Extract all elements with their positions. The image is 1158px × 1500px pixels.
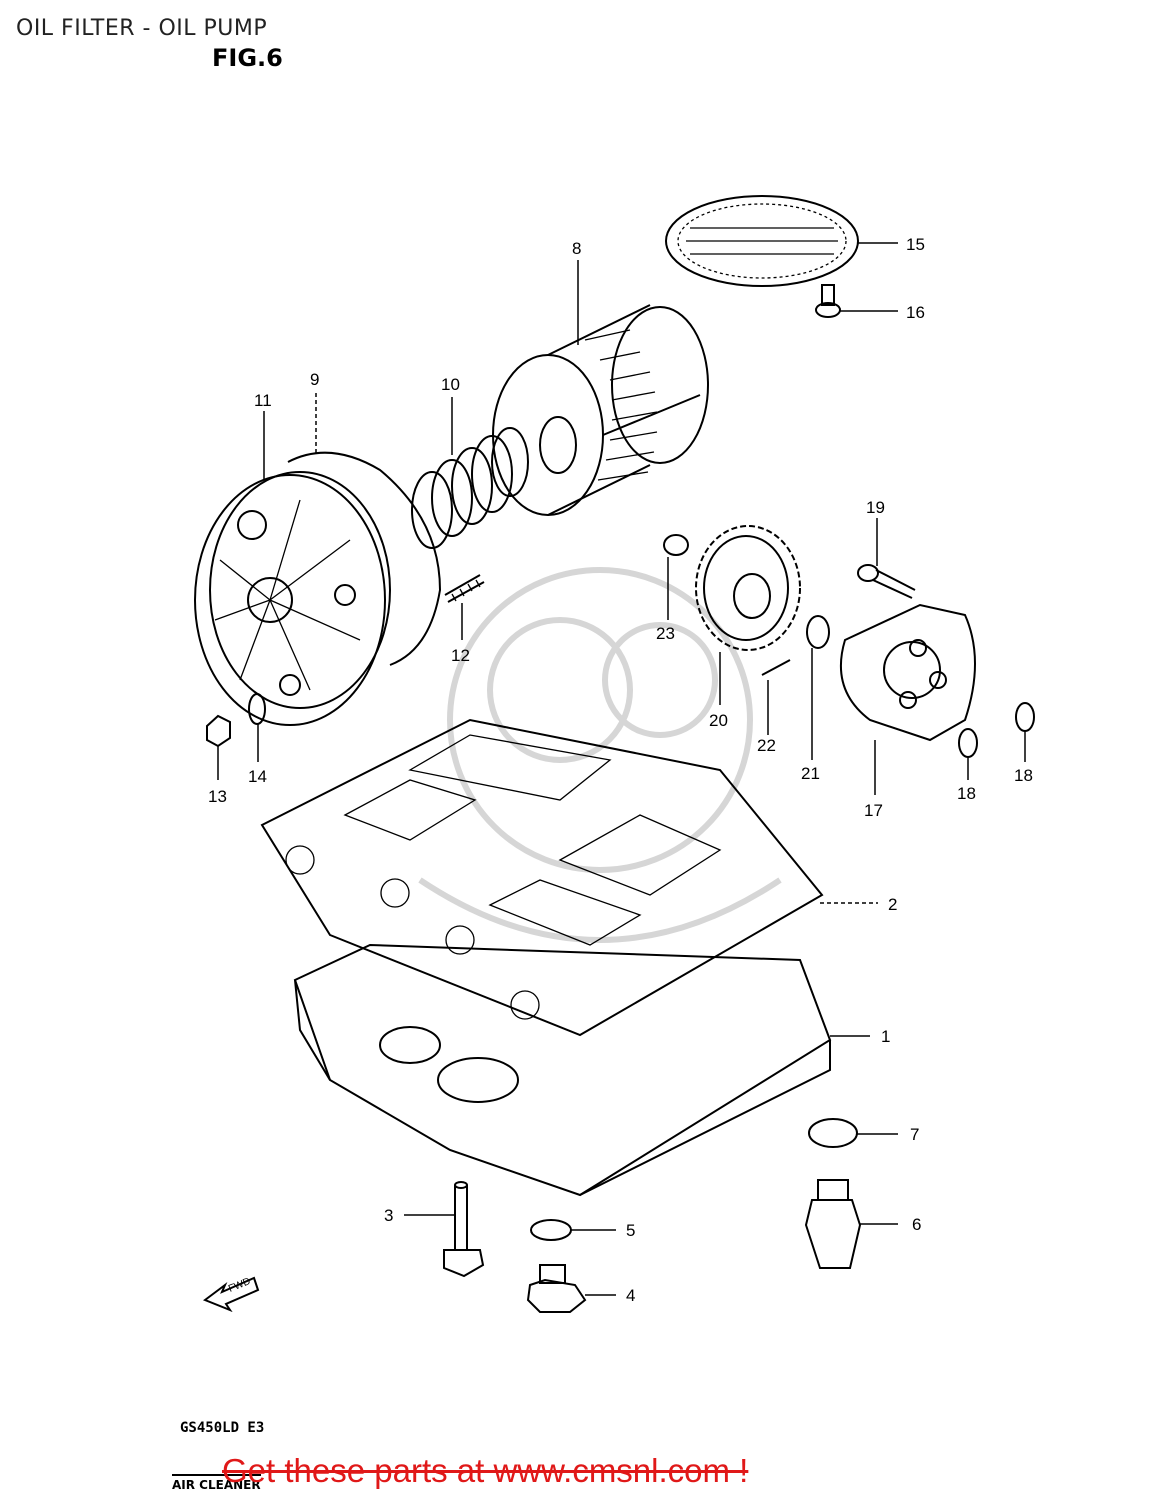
fwd-arrow-icon: FWD <box>202 1276 260 1313</box>
screw-part-19[interactable] <box>857 564 916 599</box>
callout-labels: 1 2 3 4 5 6 7 8 9 10 11 12 13 14 15 16 1… <box>208 235 1033 1305</box>
gasket-part-5[interactable] <box>530 1219 572 1241</box>
callout-4[interactable]: 4 <box>626 1286 635 1305</box>
callout-9[interactable]: 9 <box>310 370 319 389</box>
model-code: GS450LD E3 <box>180 1420 265 1436</box>
callout-19[interactable]: 19 <box>866 498 885 517</box>
bolt-part-16[interactable] <box>815 284 841 318</box>
callout-6[interactable]: 6 <box>912 1215 921 1234</box>
oil-filter-cap-part-11[interactable] <box>194 471 391 726</box>
oil-pump-part-17[interactable] <box>839 603 976 742</box>
figure-number: FIG.6 <box>212 44 283 72</box>
oil-pump-gear-part-20[interactable] <box>695 525 801 651</box>
leader-lines <box>217 242 1026 1296</box>
fwd-label: FWD <box>227 1276 252 1295</box>
callout-13[interactable]: 13 <box>208 787 227 806</box>
callout-11[interactable]: 11 <box>254 391 272 410</box>
callout-18a[interactable]: 18 <box>957 784 976 803</box>
oil-pan-gasket-part-2[interactable] <box>260 718 824 1037</box>
next-section-tab[interactable]: AIR CLEANER <box>172 1474 261 1492</box>
washer-part-21[interactable] <box>806 615 830 649</box>
spring-part-10[interactable] <box>411 427 529 549</box>
callout-7[interactable]: 7 <box>910 1125 919 1144</box>
watermark-logo <box>418 567 782 943</box>
callout-15[interactable]: 15 <box>906 235 925 254</box>
circlip-part-23[interactable] <box>663 534 689 556</box>
callout-22[interactable]: 22 <box>757 736 776 755</box>
callout-12[interactable]: 12 <box>451 646 470 665</box>
stud-part-12[interactable] <box>444 574 485 603</box>
o-ring-part-18a[interactable] <box>958 728 978 758</box>
pin-part-22[interactable] <box>761 659 791 676</box>
promo-link[interactable]: Get these parts at www.cmsnl.com ! <box>222 1452 749 1489</box>
callout-2[interactable]: 2 <box>888 895 897 914</box>
callout-1[interactable]: 1 <box>881 1027 890 1046</box>
callout-3[interactable]: 3 <box>384 1206 393 1225</box>
union-part-6[interactable] <box>804 1179 862 1269</box>
callout-16[interactable]: 16 <box>906 303 925 322</box>
o-ring-part-18b[interactable] <box>1015 702 1035 732</box>
page-title: OIL FILTER - OIL PUMP <box>16 16 268 41</box>
callout-8[interactable]: 8 <box>572 239 581 258</box>
drain-plug-part-4[interactable] <box>526 1264 587 1313</box>
callout-17[interactable]: 17 <box>864 801 883 820</box>
callout-20[interactable]: 20 <box>709 711 728 730</box>
bolt-part-3[interactable] <box>443 1181 485 1278</box>
callout-14[interactable]: 14 <box>248 767 267 786</box>
callout-10[interactable]: 10 <box>441 375 460 394</box>
callout-23[interactable]: 23 <box>656 624 675 643</box>
callout-5[interactable]: 5 <box>626 1221 635 1240</box>
oil-strainer-part-15[interactable] <box>665 195 859 287</box>
o-ring-part-9[interactable] <box>287 451 442 666</box>
callout-18b[interactable]: 18 <box>1014 766 1033 785</box>
gasket-part-7[interactable] <box>808 1118 858 1148</box>
oil-pan-part-1[interactable] <box>293 943 832 1197</box>
oil-filter-element-part-8[interactable] <box>492 304 709 516</box>
nut-part-13[interactable] <box>206 714 231 748</box>
callout-21[interactable]: 21 <box>801 764 820 783</box>
washer-part-14[interactable] <box>248 693 266 725</box>
